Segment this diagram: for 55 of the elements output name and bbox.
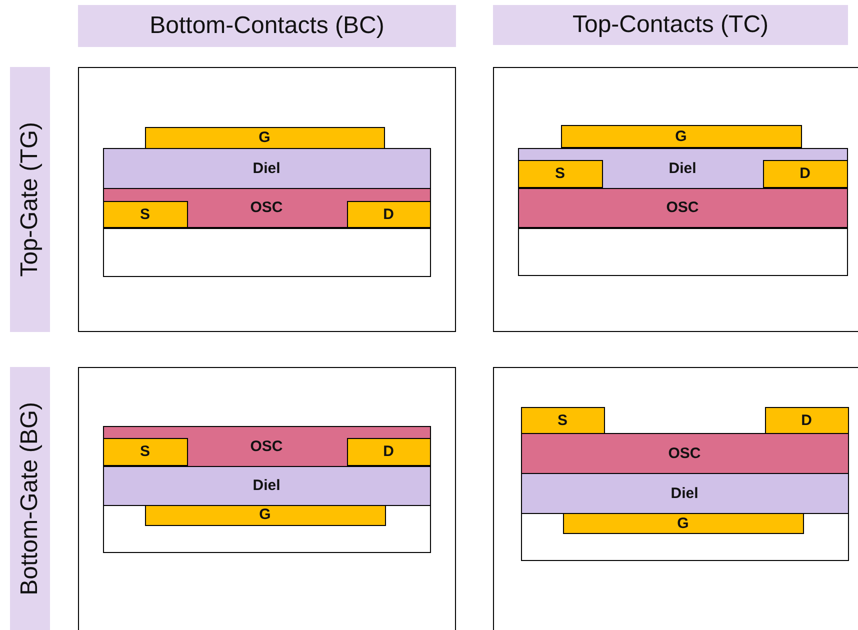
layer-label: Diel <box>668 160 696 176</box>
semiconductor-layer <box>102 426 430 466</box>
device-panel <box>493 67 858 332</box>
layer-label: S <box>554 165 565 182</box>
device-panel <box>78 67 456 332</box>
drain-electrode <box>346 438 430 466</box>
layer-label: G <box>258 129 270 146</box>
row-header <box>10 367 50 630</box>
layer-label: OSC <box>250 438 283 454</box>
drain-electrode <box>346 200 430 228</box>
layer-label: S <box>140 443 150 460</box>
layer-label: OSC <box>250 199 283 216</box>
layer-label: OSC <box>668 444 701 462</box>
dielectric-layer <box>520 472 848 514</box>
layer-label: G <box>677 514 689 532</box>
layer-label: G <box>259 506 271 523</box>
drain-electrode <box>762 160 848 188</box>
gate-electrode <box>562 512 804 534</box>
source-electrode <box>518 160 602 188</box>
layer-label: D <box>801 412 812 428</box>
layer-label: D <box>800 165 810 182</box>
column-header <box>493 5 848 45</box>
layer-label: Diel <box>252 160 280 176</box>
layer-label: G <box>675 128 687 144</box>
layer-label: OSC <box>666 199 699 216</box>
layer-label: Diel <box>670 484 698 502</box>
semiconductor-layer <box>518 188 848 228</box>
column-header <box>78 5 456 47</box>
substrate <box>520 512 848 560</box>
dielectric-layer <box>102 148 430 188</box>
substrate <box>518 228 848 276</box>
substrate <box>102 228 430 276</box>
drain-electrode <box>764 406 848 434</box>
dielectric-layer <box>102 466 430 506</box>
semiconductor-layer <box>520 432 848 474</box>
source-electrode <box>102 438 188 466</box>
layer-label: S <box>557 412 568 428</box>
layer-label: D <box>383 206 394 222</box>
header-text: Top-Gate (TG) <box>16 122 44 277</box>
row-header <box>10 67 50 332</box>
header-text: Bottom-Gate (BG) <box>16 402 44 596</box>
header-text: Bottom-Contacts (BC) <box>150 12 384 40</box>
device-panel <box>493 367 858 630</box>
header-text: Top-Contacts (TC) <box>572 11 769 39</box>
source-electrode <box>102 200 188 228</box>
substrate <box>102 504 430 552</box>
gate-electrode <box>560 124 802 148</box>
semiconductor-layer <box>102 188 430 228</box>
gate-electrode <box>144 126 384 148</box>
layer-label: D <box>383 443 394 460</box>
device-panel <box>78 367 456 630</box>
layer-label: Diel <box>252 477 280 494</box>
source-electrode <box>520 406 604 434</box>
dielectric-layer <box>518 148 848 188</box>
layer-label: S <box>140 206 150 222</box>
